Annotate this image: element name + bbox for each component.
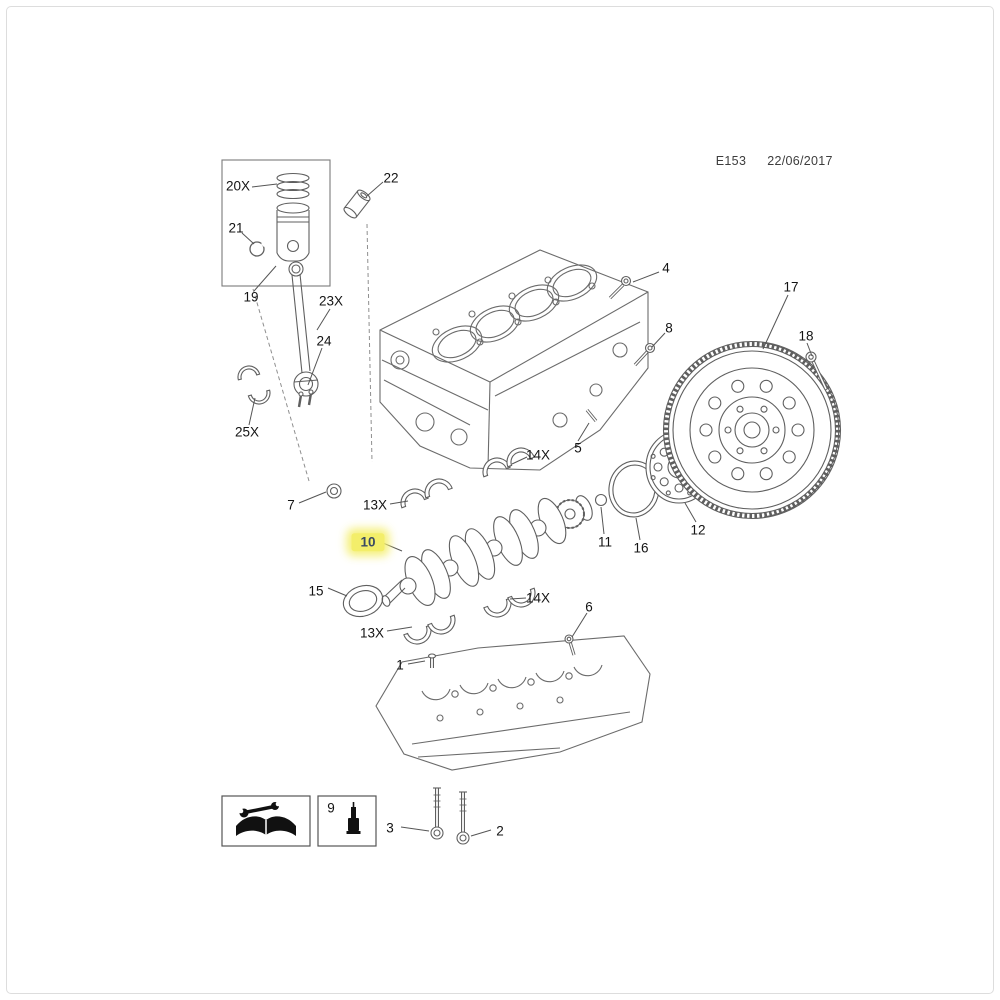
callout-2[interactable]: 2 [496,823,504,839]
callout-12[interactable]: 12 [690,522,706,538]
callout-7[interactable]: 7 [287,497,295,513]
piston-assembly-art [221,159,371,408]
callout-4[interactable]: 4 [662,260,670,276]
callout-25x[interactable]: 25X [234,424,260,440]
front-seal-art [342,584,384,618]
callout-5[interactable]: 5 [574,440,582,456]
open-book-wrench-icon [236,801,296,836]
diagram-date: 22/06/2017 [767,154,833,168]
callout-18[interactable]: 18 [798,328,814,344]
bearing-shells-art [326,447,536,645]
callout-21[interactable]: 21 [228,220,244,236]
callout-13x-upper[interactable]: 13X [362,497,388,513]
callout-16[interactable]: 16 [633,540,649,556]
callout-13x-lower[interactable]: 13X [359,625,385,641]
callout-8[interactable]: 8 [665,320,673,336]
sealant-legend-box[interactable] [317,795,377,847]
assembly-guide-lines [252,223,373,482]
flywheel-art [662,340,842,520]
callout-17[interactable]: 17 [783,279,799,295]
callout-15[interactable]: 15 [308,583,324,599]
callout-11[interactable]: 11 [597,534,613,550]
leader-lines [241,181,813,837]
callout-14x-upper[interactable]: 14X [525,447,551,463]
crankshaft-art[interactable] [381,493,596,609]
fasteners-art [427,275,828,845]
engine-block-art [379,249,649,471]
callout-20x[interactable]: 20X [225,178,251,194]
callout-1[interactable]: 1 [396,657,404,673]
callout-22[interactable]: 22 [383,170,399,186]
diagram-code: E153 [715,154,747,168]
callout-14x-lower[interactable]: 14X [525,590,551,606]
callout-6[interactable]: 6 [585,599,593,615]
callout-24[interactable]: 24 [316,333,332,349]
callout-23x[interactable]: 23X [318,293,344,309]
callout-9-legend[interactable]: 9 [327,800,335,816]
sealant-tube-icon [346,802,361,834]
lower-crankcase-art [375,635,651,771]
callout-19[interactable]: 19 [243,289,259,305]
callout-10-highlighted[interactable]: 10 [351,533,385,551]
callout-3[interactable]: 3 [386,820,394,836]
legend-art [221,795,377,847]
